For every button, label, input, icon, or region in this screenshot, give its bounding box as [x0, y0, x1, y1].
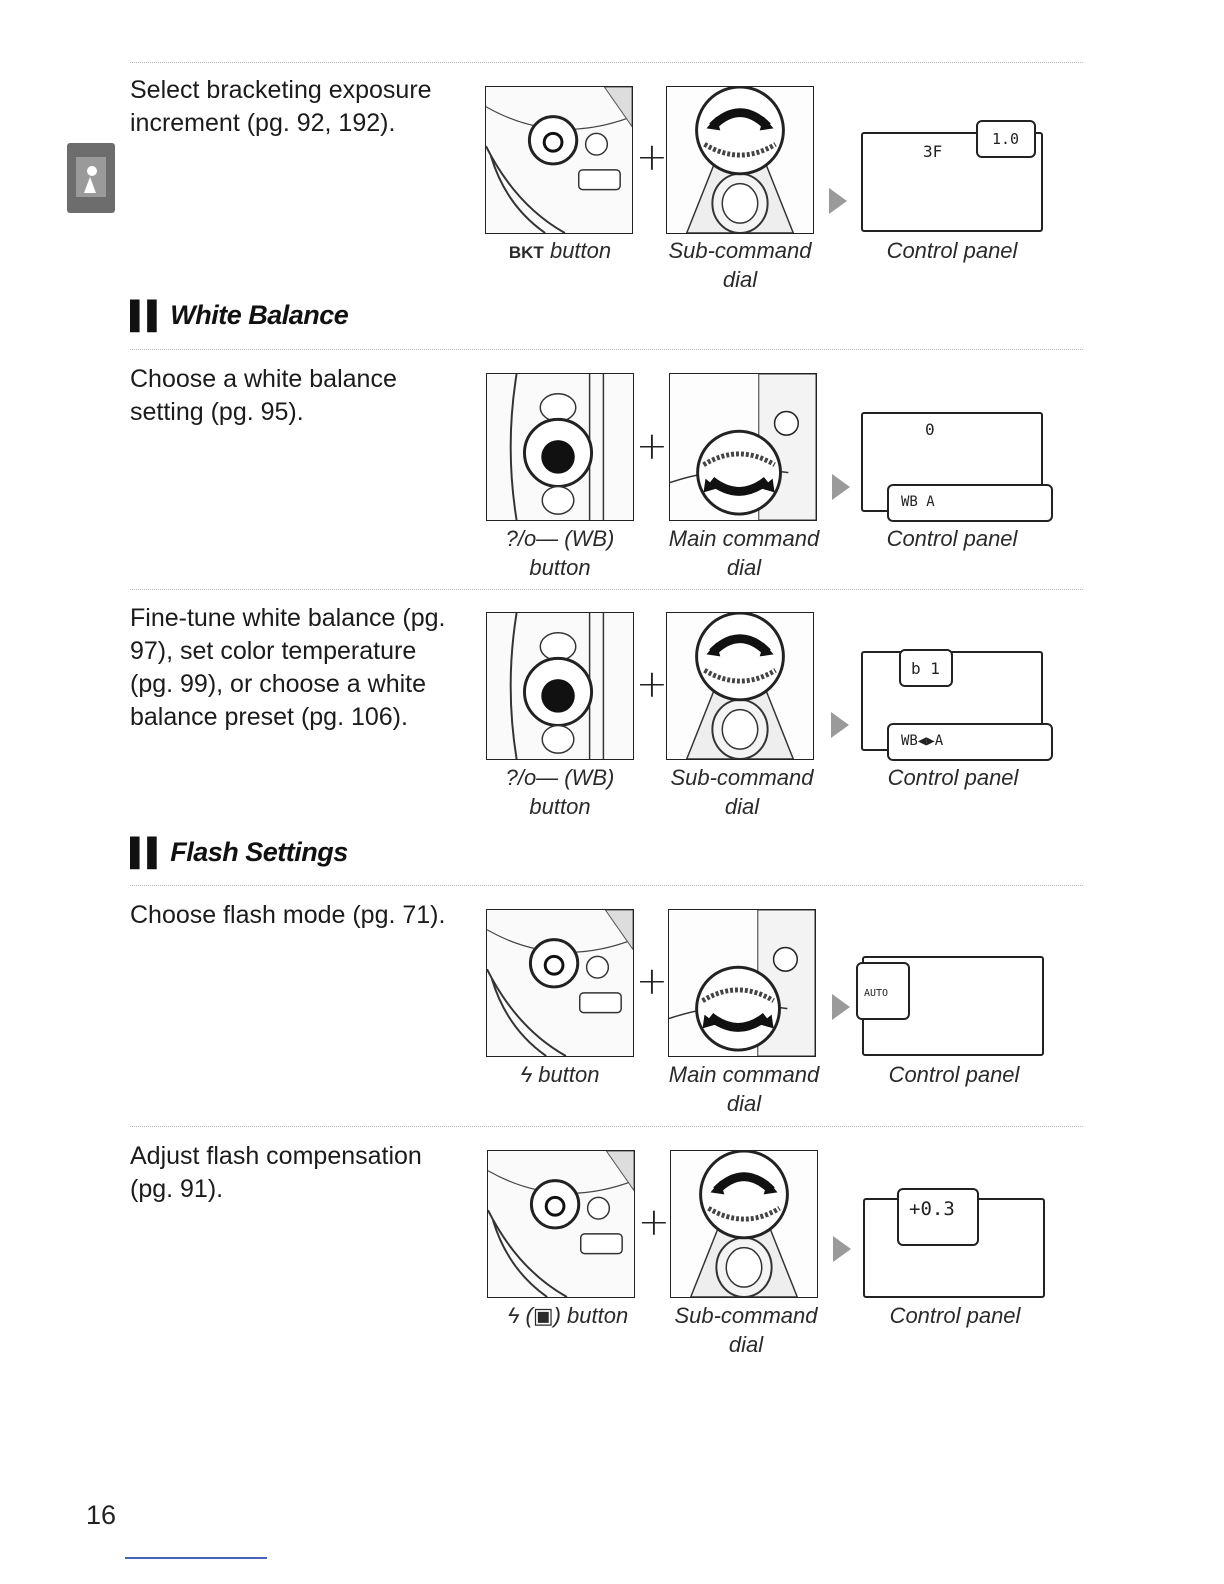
dial-caption-1: Main command	[668, 526, 820, 551]
section-title: White Balance	[170, 300, 349, 330]
button-caption: ϟ (▣) button	[507, 1303, 629, 1328]
button-caption-word: button	[549, 238, 612, 263]
button-caption-word: button	[529, 555, 591, 580]
panel-lcd-tag: WB◀▶A	[887, 723, 1053, 761]
button-caption: ?/o— (WB) button	[470, 763, 650, 821]
panel-caption: Control panel	[889, 1303, 1021, 1328]
divider	[130, 589, 1083, 590]
button-caption-word: button	[529, 794, 591, 819]
main-command-dial-photo	[668, 909, 816, 1057]
plus-icon: +	[636, 135, 668, 179]
sub-command-dial-photo	[666, 612, 814, 760]
control-panel-display: +0.3	[863, 1188, 1045, 1298]
panel-caption: Control panel	[887, 765, 1019, 790]
dial-caption-1: Main command	[668, 1062, 820, 1087]
dial-caption-2: dial	[722, 267, 758, 292]
button-caption: ?/o— (WB) button	[470, 524, 650, 582]
arrow-icon	[831, 712, 849, 738]
dial-caption-2: dial	[726, 1091, 762, 1116]
panel-lcd-top: 0	[925, 420, 935, 439]
control-panel-display: 0 WB A	[861, 412, 1053, 522]
panel-lcd-tag: WB A	[887, 484, 1053, 522]
flash-compensation-button-photo	[487, 1150, 635, 1298]
sub-command-dial-photo	[666, 86, 814, 234]
dial-caption: Main command dial	[654, 1060, 834, 1118]
arrow-icon	[832, 474, 850, 500]
chapter-tab[interactable]	[67, 143, 115, 213]
step-instruction: Select bracketing exposure increment (pg…	[130, 76, 432, 137]
dial-caption: Sub-command dial	[652, 763, 832, 821]
panel-lcd-tag: +0.3	[897, 1188, 979, 1246]
button-caption: BKT button	[470, 236, 650, 267]
dial-caption-2: dial	[724, 794, 760, 819]
sub-command-dial-photo	[670, 1150, 818, 1298]
plus-icon: +	[636, 662, 668, 706]
dial-caption: Sub-command dial	[656, 1301, 836, 1359]
step-instruction: Choose flash mode (pg. 71).	[130, 901, 446, 929]
section-heading-white-balance: ▌▌White Balance	[130, 300, 349, 331]
button-caption-code: BKT	[508, 243, 544, 262]
panel-lcd-top-tag: b 1	[899, 649, 953, 687]
control-panel-display: 3F 1.0	[861, 120, 1043, 232]
panel-lcd-left: 3F	[923, 142, 943, 161]
button-caption: ϟ button	[520, 1062, 600, 1087]
quick-guide-icon	[76, 157, 106, 197]
plus-icon: +	[638, 1200, 670, 1244]
dial-caption: Main command dial	[654, 524, 834, 582]
section-bars: ▌▌	[130, 300, 166, 330]
divider	[130, 62, 1083, 63]
button-caption-code: ?/o— (WB)	[505, 765, 615, 790]
dial-caption: Sub-command dial	[650, 236, 830, 294]
step-instruction: Fine-tune white balance (pg. 97), set co…	[130, 604, 446, 731]
panel-lcd-tag: 1.0	[976, 120, 1036, 158]
arrow-icon	[832, 994, 850, 1020]
panel-caption: Control panel	[886, 238, 1018, 263]
divider	[130, 349, 1083, 350]
footer-link-underline[interactable]	[125, 1557, 267, 1559]
panel-caption: Control panel	[886, 526, 1018, 551]
control-panel-display: AUTO	[856, 956, 1044, 1056]
page-number: 16	[86, 1500, 117, 1530]
section-heading-flash-settings: ▌▌Flash Settings	[130, 837, 348, 868]
plus-icon: +	[636, 959, 668, 1003]
step-instruction: Adjust flash compensation (pg. 91).	[130, 1142, 422, 1203]
button-caption-code: ?/o— (WB)	[505, 526, 615, 551]
panel-caption: Control panel	[888, 1062, 1020, 1087]
plus-icon: +	[636, 424, 668, 468]
panel-lcd-tag: AUTO	[856, 962, 910, 1020]
dial-caption-2: dial	[726, 555, 762, 580]
divider	[130, 1126, 1083, 1127]
dial-caption-1: Sub-command	[668, 238, 812, 263]
dial-caption-2: dial	[728, 1332, 764, 1357]
dial-caption-1: Sub-command	[670, 765, 814, 790]
wb-button-photo	[486, 373, 634, 521]
divider	[130, 885, 1083, 886]
control-panel-display: b 1 WB◀▶A	[861, 649, 1053, 761]
flash-button-photo	[486, 909, 634, 1057]
section-title: Flash Settings	[170, 837, 348, 867]
arrow-icon	[833, 1236, 851, 1262]
dial-caption-1: Sub-command	[674, 1303, 818, 1328]
arrow-icon	[829, 188, 847, 214]
step-instruction: Choose a white balance setting (pg. 95).	[130, 365, 397, 426]
bkt-button-photo	[485, 86, 633, 234]
wb-button-photo	[486, 612, 634, 760]
main-command-dial-photo	[669, 373, 817, 521]
section-bars: ▌▌	[130, 837, 166, 867]
